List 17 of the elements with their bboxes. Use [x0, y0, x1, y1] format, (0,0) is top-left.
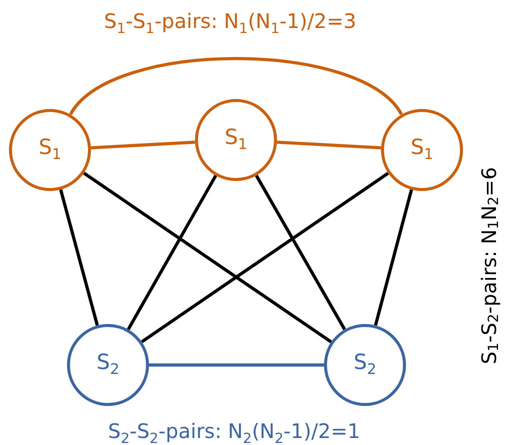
node-label: S$_{1}$	[38, 137, 62, 163]
connector-line	[82, 172, 332, 344]
connector-line	[126, 174, 218, 330]
pair-count-label: S$_{2}$-S$_{2}$-pairs: N$_{2}$(N$_{2}$-1)/2=1	[108, 420, 360, 445]
connector-line	[255, 174, 346, 330]
node-label: S$_{1}$	[410, 137, 434, 163]
connector-line	[149, 363, 324, 367]
node-label: S$_{2}$	[354, 352, 376, 378]
connector-line	[90, 140, 196, 150]
node-label: S$_{2}$	[96, 352, 120, 378]
connector-line	[140, 172, 390, 344]
connector-line	[59, 189, 99, 326]
connector-line	[276, 140, 382, 150]
connector-line	[374, 189, 414, 326]
pair-count-label: S$_{1}$-S$_{1}$-pairs: N$_{1}$(N$_{1}$-1)/2=3	[104, 10, 356, 38]
node-label: S$_{1}$	[224, 127, 248, 153]
connector-line	[69, 57, 403, 116]
